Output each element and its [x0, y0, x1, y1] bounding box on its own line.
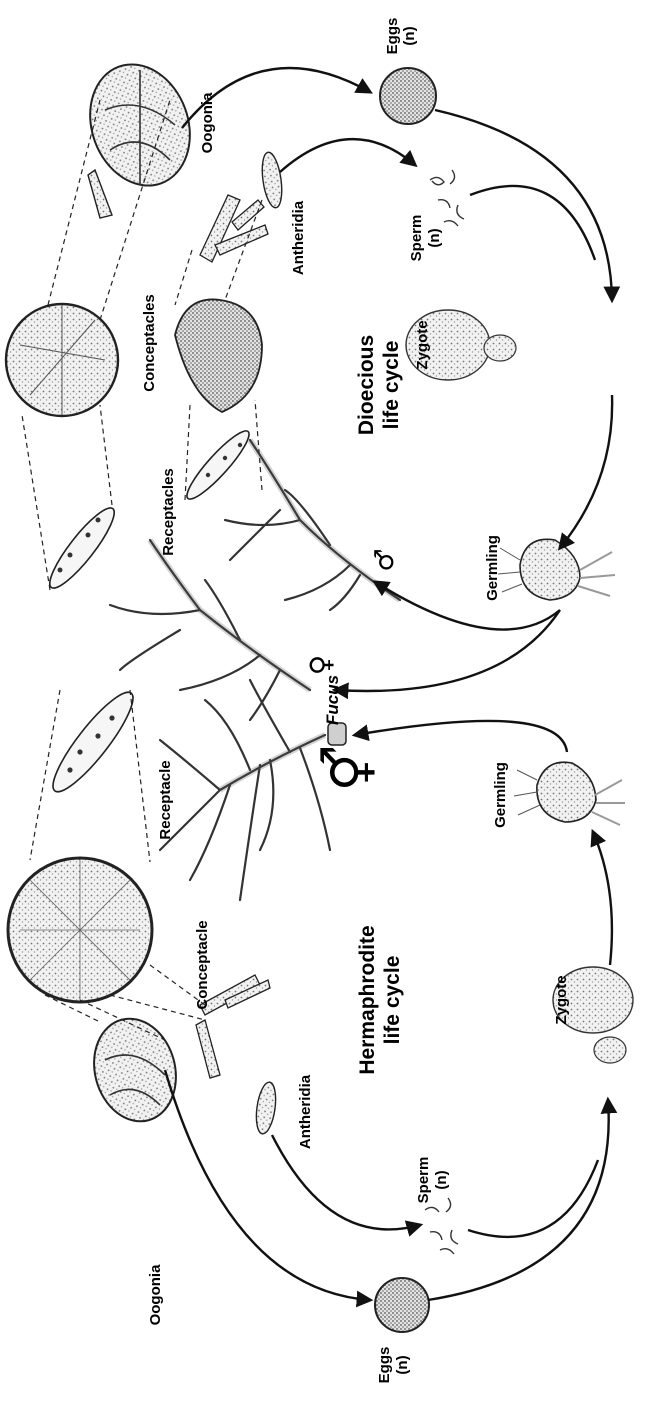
oogonium-top-drawing	[74, 50, 207, 218]
female-frond-drawing	[110, 540, 310, 720]
label-eggs-bottom-n: (n)	[394, 1355, 411, 1374]
arrow-germling-to-female-frond	[335, 610, 560, 691]
fucus-frond-drawing	[160, 680, 346, 900]
label-sperm-bottom: Sperm	[415, 1157, 432, 1204]
arrow-eggs-to-zygote-bottom	[428, 1100, 609, 1300]
receptacle-top-right-drawing	[180, 425, 255, 505]
hermaphrodite-symbol: ⚥	[320, 745, 381, 792]
arrow-sperm-to-zygote-top	[470, 186, 595, 260]
label-conceptacles-top: Conceptacles	[141, 294, 158, 392]
label-oogonia-top: Oogonia	[199, 92, 216, 153]
label-antheridia-top: Antheridia	[290, 200, 307, 275]
arrow-eggs-to-zygote-top	[435, 110, 612, 300]
male-symbol: ♂	[370, 548, 400, 571]
arrow-zygote-to-germling-bottom	[593, 832, 612, 965]
label-zygote-bottom: Zygote	[553, 975, 570, 1024]
label-eggs-top: Eggs	[384, 18, 401, 55]
dioecious-cycle	[6, 50, 615, 720]
label-receptacle-bottom: Receptacle	[157, 760, 174, 839]
germling-top-drawing	[498, 539, 615, 600]
label-germling-bottom: Germling	[492, 762, 509, 828]
receptacle-top-left-drawing	[42, 501, 122, 595]
conceptacle-top-left-drawing	[6, 304, 118, 416]
egg-top-drawing	[380, 68, 436, 124]
label-sperm-bottom-n: (n)	[433, 1170, 450, 1189]
label-oogonia-bottom: Oogonia	[147, 1264, 164, 1325]
label-receptacles-top: Receptacles	[160, 468, 177, 556]
sperm-top-drawing	[430, 170, 464, 226]
egg-bottom-drawing	[375, 1278, 429, 1332]
oogonium-bottom-drawing	[83, 1009, 187, 1130]
male-frond-drawing	[225, 440, 400, 610]
conceptacle-top-right-drawing	[175, 299, 262, 412]
label-eggs-bottom: Eggs	[376, 1347, 393, 1384]
label-germling-top: Germling	[484, 535, 501, 601]
label-hermaphrodite-line2: life cycle	[381, 956, 404, 1045]
label-fucus: Fucus	[323, 675, 342, 725]
conceptacle-bottom-drawing	[8, 858, 152, 1002]
label-dioecious-line2: life cycle	[380, 341, 403, 430]
arrow-zygote-to-germling-top	[560, 395, 612, 548]
label-hermaphrodite-line1: Hermaphrodite	[356, 925, 379, 1074]
arrow-germling-to-fucus	[355, 721, 567, 752]
label-eggs-top-n: (n)	[401, 26, 418, 45]
label-conceptacle-bottom: Conceptacle	[194, 920, 211, 1009]
label-antheridia-bottom: Antheridia	[297, 1074, 314, 1149]
sperm-bottom-drawing	[425, 1198, 458, 1254]
label-sperm-top-n: (n)	[426, 228, 443, 247]
label-zygote-top: Zygote	[414, 320, 431, 369]
arrow-antheridia-to-sperm-top	[280, 139, 415, 172]
female-symbol: ♀	[304, 655, 337, 676]
label-dioecious-line1: Dioecious	[355, 335, 378, 435]
germling-bottom-drawing	[514, 762, 625, 825]
antheridia-top-drawing	[200, 151, 285, 262]
label-sperm-top: Sperm	[408, 215, 425, 262]
arrow-antheridia-to-sperm-bottom	[272, 1135, 420, 1229]
